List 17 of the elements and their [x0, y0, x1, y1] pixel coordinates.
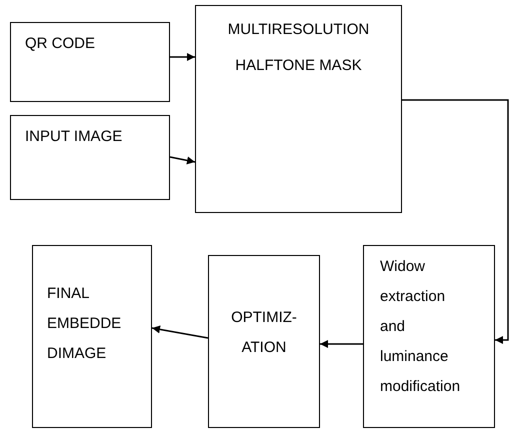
process-box — [10, 115, 170, 200]
box-label: QR CODE — [25, 34, 96, 54]
arrow — [402, 99, 509, 344]
box-label: INPUT IMAGE — [25, 127, 122, 147]
process-box — [363, 245, 495, 428]
process-box — [195, 5, 402, 213]
arrow — [170, 53, 195, 61]
process-box — [208, 255, 320, 428]
arrow — [320, 340, 363, 348]
process-box — [10, 22, 170, 102]
arrow — [170, 156, 196, 164]
arrow — [152, 325, 208, 339]
box-label: OPTIMIZ- ATION — [231, 308, 297, 358]
box-label: MULTIRESOLUTION HALFTONE MASK — [228, 20, 370, 76]
process-box — [32, 245, 152, 428]
box-label: FINAL EMBEDDE DIMAGE — [47, 284, 122, 364]
box-label: Widow extraction and luminance modification — [380, 257, 460, 397]
